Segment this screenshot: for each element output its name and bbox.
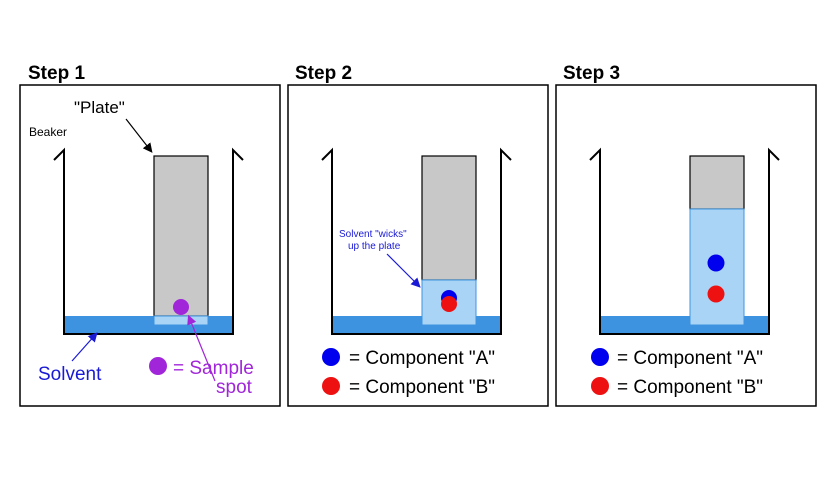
plate-wet-bottom [153, 315, 209, 326]
beaker [53, 147, 244, 335]
component-b-spot [441, 296, 457, 312]
beaker [321, 147, 512, 335]
legend-a-label: = Component "A" [617, 348, 763, 369]
sample-arrow [187, 314, 216, 382]
beaker-label: Beaker [29, 125, 67, 139]
plate [421, 155, 477, 281]
beaker [589, 147, 780, 335]
sample-spot [173, 299, 189, 315]
step-1-title: Step 1 [28, 63, 85, 84]
step-1-panel: Step 1 "Plate" Beaker Solvent = Sample s… [19, 63, 281, 407]
component-a-spot [707, 254, 725, 272]
wick-arrow [386, 253, 421, 288]
step-2-panel: Step 2 Solvent "wicks" up the plate = Co… [287, 63, 549, 407]
solvent-arrow [71, 332, 98, 362]
legend-b-dot [322, 377, 340, 395]
sample-label-line2: spot [216, 377, 253, 398]
legend-a-dot [322, 348, 340, 366]
sample-label-line1: = Sample [173, 358, 254, 379]
plate [153, 155, 209, 317]
legend-a-label: = Component "A" [349, 348, 495, 369]
legend-b-label: = Component "B" [617, 377, 763, 398]
plate [689, 155, 745, 210]
plate-wet-region [421, 279, 477, 326]
legend-b-dot [591, 377, 609, 395]
step-2-title: Step 2 [295, 63, 352, 84]
step-3-panel: Step 3 = Component "A" = Component "B" [555, 63, 817, 407]
wick-label-line2: up the plate [348, 241, 401, 252]
legend-b-label: = Component "B" [349, 377, 495, 398]
plate-label: "Plate" [74, 98, 125, 117]
component-b-spot [707, 285, 725, 303]
wick-label-line1: Solvent "wicks" [339, 229, 407, 240]
sample-legend-dot [149, 357, 167, 375]
step-3-title: Step 3 [563, 63, 620, 84]
plate-arrow [125, 118, 153, 153]
solvent-label: Solvent [38, 364, 102, 385]
legend-a-dot [591, 348, 609, 366]
